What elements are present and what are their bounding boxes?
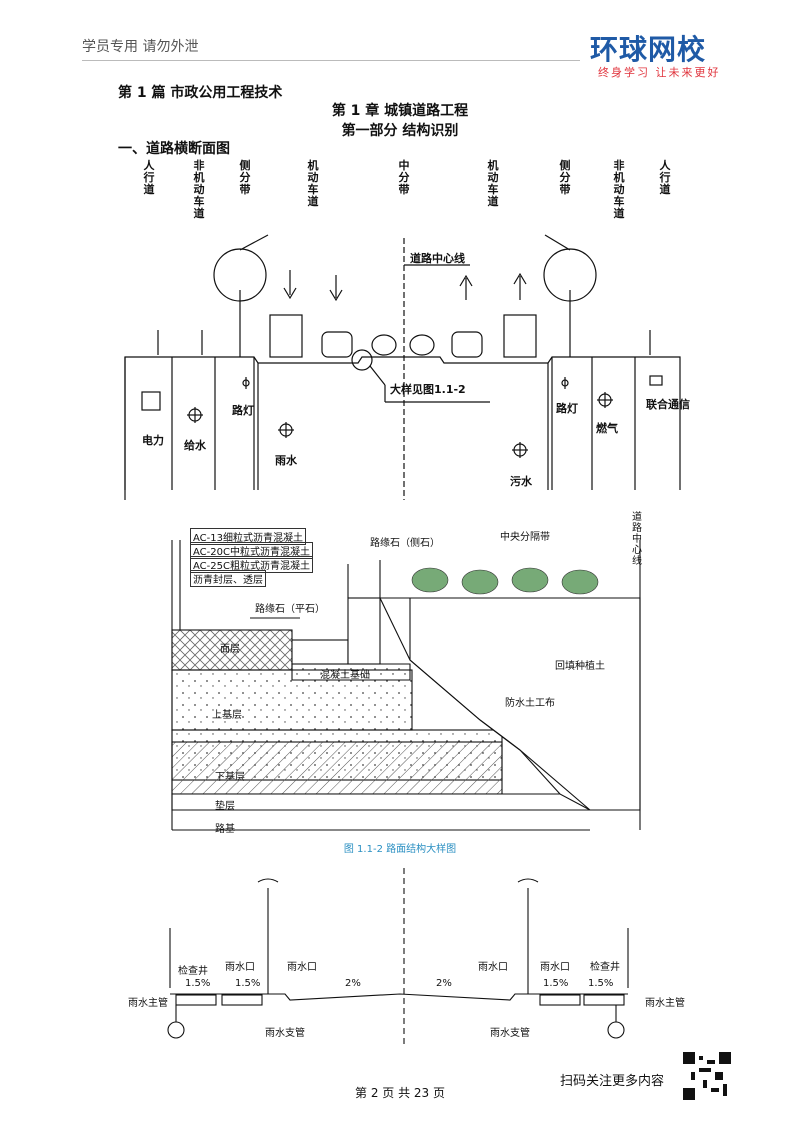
centerline-vertical-label: 道路中心线 [632, 512, 642, 567]
utility-power: 电力 [142, 434, 164, 447]
label-central-median: 中分带 [398, 159, 410, 196]
detail-caption: 图 1.1-2 路面结构大样图 [343, 844, 457, 855]
section-title: 第一部分 结构识别 [341, 123, 459, 139]
slope-center-right: 2% [436, 978, 452, 989]
upper-base-label: 上基层 [212, 710, 242, 721]
label-motor-lane-left: 机动车道 [307, 159, 319, 208]
slope-left-1: 1.5% [185, 978, 211, 989]
logo: 环球网校 [590, 33, 707, 66]
geotextile-label: 防水土工布 [505, 698, 555, 709]
curb-flat-label: 路缘石（平石） [255, 604, 325, 615]
chapter-title: 第 1 章 城镇道路工程 [331, 103, 469, 119]
page-number: 第 2 页 共 23 页 [355, 1086, 445, 1100]
utility-street-light-left: 路灯 [232, 404, 254, 417]
header-divider [82, 60, 580, 61]
utility-telecom: 联合通信 [646, 398, 690, 411]
label-side-median-right: 侧分带 [559, 159, 571, 196]
backfill-label: 回填种植土 [555, 661, 605, 672]
utility-water-supply: 给水 [184, 439, 206, 452]
surface-layer-label: 面层 [220, 644, 240, 655]
inlet-left-2: 雨水口 [287, 962, 317, 973]
logo-slogan: 终身学习 让未来更好 [598, 66, 721, 79]
slope-right-2: 1.5% [588, 978, 614, 989]
header-note: 学员专用 请勿外泄 [82, 39, 199, 55]
median-label: 中央分隔带 [500, 532, 550, 543]
inlet-right-2: 雨水口 [540, 962, 570, 973]
slope-left-2: 1.5% [235, 978, 261, 989]
curb-side-label: 路缘石（侧石） [370, 538, 440, 549]
branch-pipe-left: 雨水支管 [265, 1028, 305, 1039]
manhole-right: 检查井 [590, 962, 620, 973]
lower-base-label: 下基层 [215, 772, 245, 783]
utility-sewage: 污水 [510, 475, 532, 488]
label-bike-lane-right: 非机动车道 [613, 159, 625, 220]
utility-rain: 雨水 [275, 454, 297, 467]
subsection-title: 一、道路横断面图 [118, 141, 230, 157]
centerline-label: 道路中心线 [410, 252, 465, 265]
scan-prompt: 扫码关注更多内容 [560, 1074, 665, 1089]
label-motor-lane-right: 机动车道 [487, 159, 499, 208]
label-side-median-left: 侧分带 [239, 159, 251, 196]
subgrade-label: 路基 [215, 824, 235, 835]
manhole-left: 检查井 [178, 966, 208, 977]
inlet-left-1: 雨水口 [225, 962, 255, 973]
utility-gas: 燃气 [596, 422, 618, 435]
label-sidewalk-right: 人行道 [659, 159, 671, 196]
inlet-right-1: 雨水口 [478, 962, 508, 973]
layer-ac25c: AC-25C粗粒式沥青混凝土 [190, 556, 313, 573]
part-title: 第 1 篇 市政公用工程技术 [118, 85, 283, 101]
slope-right-1: 1.5% [543, 978, 569, 989]
drainage-diagram [167, 868, 629, 1048]
layer-ac20c: AC-20C中粒式沥青混凝土 [190, 542, 313, 559]
pavement-detail-diagram [171, 540, 641, 831]
label-sidewalk-left: 人行道 [143, 159, 155, 196]
concrete-base-label: 混凝土基础 [320, 670, 370, 681]
cross-section-diagram [124, 234, 681, 500]
layer-seal: 沥青封层、透层 [190, 570, 266, 587]
qr-code[interactable] [683, 1052, 731, 1100]
cushion-label: 垫层 [215, 801, 235, 812]
layer-ac13: AC-13细粒式沥青混凝土 [190, 528, 306, 545]
branch-pipe-right: 雨水支管 [490, 1028, 530, 1039]
slope-center-left: 2% [345, 978, 361, 989]
detail-reference: 大样见图1.1-2 [390, 383, 466, 396]
label-bike-lane-left: 非机动车道 [193, 159, 205, 220]
main-pipe-left: 雨水主管 [128, 998, 168, 1009]
main-pipe-right: 雨水主管 [645, 998, 685, 1009]
utility-street-light-right: 路灯 [556, 402, 578, 415]
